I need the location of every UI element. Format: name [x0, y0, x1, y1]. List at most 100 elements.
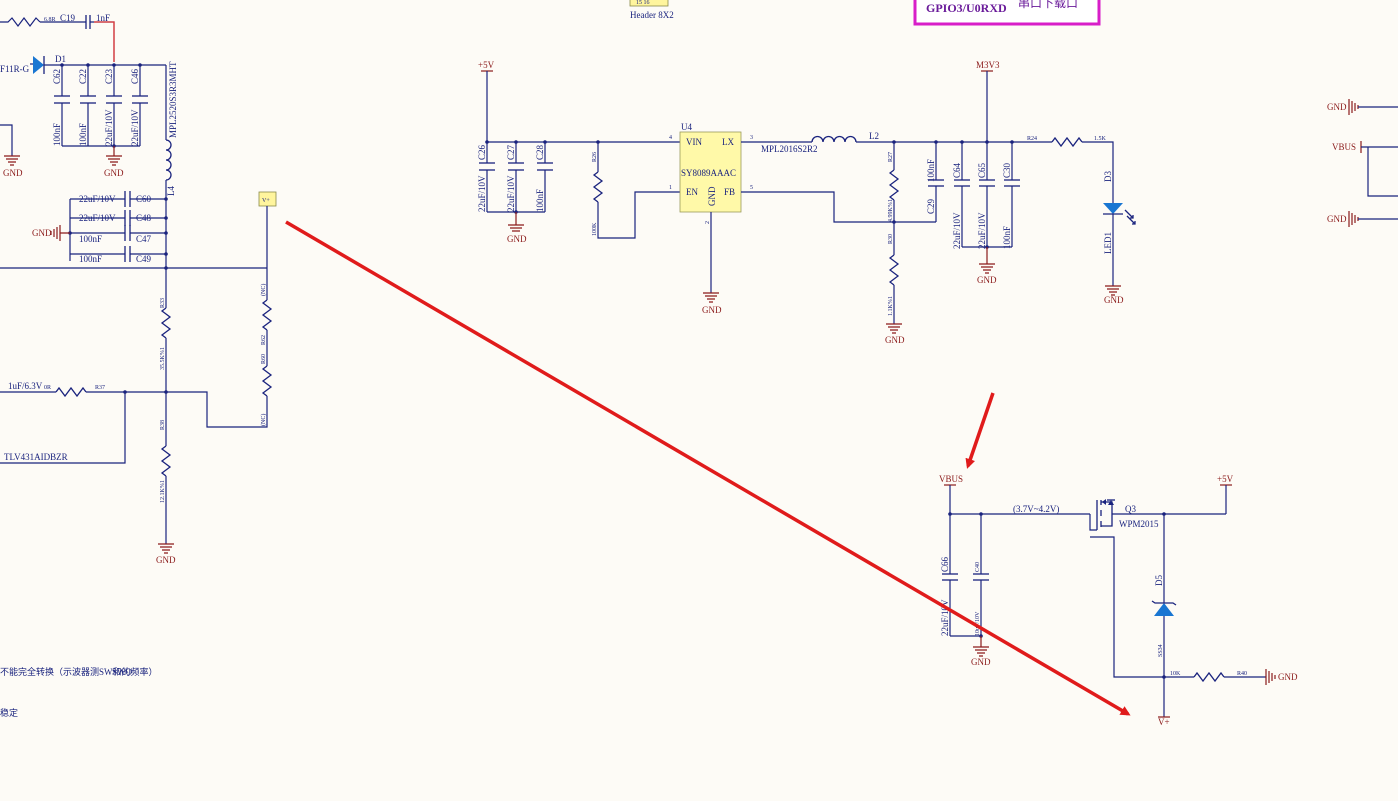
r62-r60-resistors[interactable]: (NC) R62 R60 (NC): [166, 284, 273, 428]
d3-ref: D3: [1103, 171, 1113, 182]
c29-capacitor[interactable]: 100nF C29: [926, 142, 944, 222]
u4-pin-gnd: GND: [707, 186, 717, 206]
led1-ref: LED1: [1103, 232, 1113, 254]
u4-pin-fb: FB: [724, 187, 735, 197]
header-connector-label: Header 8X2: [630, 10, 674, 20]
c49-ref: C49: [136, 254, 152, 264]
top-rc-snubber: 6.8R C19 1nF: [0, 13, 115, 62]
uart-download-port-box[interactable]: GPIO3/U0RXD 串口下载口: [913, 0, 1101, 26]
c29-value: 100nF: [926, 159, 936, 182]
u4-pin4-num: 4: [669, 135, 672, 141]
u4-pin-en: EN: [686, 187, 698, 197]
header-connector[interactable]: 15 16 Header 8X2: [629, 0, 674, 20]
c60-ref: C60: [136, 194, 152, 204]
r62-ref: R62: [261, 335, 267, 345]
vplus-testpoint-label: V+: [262, 198, 270, 204]
annotation-arrow-vbus: [965, 392, 995, 469]
c66-value: 22uF/10V: [940, 599, 950, 636]
u4-pin1-num: 1: [669, 185, 672, 191]
q3-part-label: WPM2015: [1119, 519, 1159, 529]
r26-ref: R26: [592, 152, 598, 162]
l2-inductor[interactable]: L2 MPL2016S2R2: [741, 131, 1052, 154]
power-led-branch[interactable]: R24 1.5K D3 LED1 GND: [1027, 136, 1136, 305]
c64-value: 22uF/10V: [952, 212, 962, 249]
c26-value: 22uF/10V: [477, 175, 487, 212]
uart-note-label: 串口下载口: [1018, 0, 1078, 10]
u4-pin2-num: 2: [705, 221, 711, 224]
c64-ref: C64: [952, 162, 962, 178]
r38-ref: R38: [160, 420, 166, 430]
p5v-label-buck: +5V: [478, 60, 495, 70]
l4-inductor[interactable]: MPL2520S3R3MHT L4: [165, 61, 178, 268]
gnd-label-vbuscaps: GND: [971, 657, 991, 667]
c47-ref: C47: [136, 234, 152, 244]
u4-ref: U4: [681, 122, 692, 132]
r40-ref: R40: [1237, 671, 1247, 677]
r38-resistor[interactable]: R38 12.1K%1 GND: [156, 392, 176, 565]
r24-value: 1.5K: [1094, 136, 1107, 142]
vplus-label-port: V+: [1158, 717, 1170, 727]
r26-resistor[interactable]: R26 100K: [592, 142, 680, 239]
r-top-value: 6.8R: [44, 17, 56, 23]
d1-diode[interactable]: F11R-G D1: [0, 54, 166, 74]
c46-ref: C46: [130, 68, 140, 84]
p5v-output-switch: +5V: [1217, 474, 1234, 514]
u4-pin3-num: 3: [750, 135, 753, 141]
gnd-label-u4: GND: [702, 305, 722, 315]
c22-value: 100nF: [78, 123, 88, 146]
c30-value: 100nF: [1002, 226, 1012, 249]
vbus-label-right: VBUS: [1332, 142, 1356, 152]
r62-value: (NC): [260, 284, 267, 296]
c28-ref: C28: [535, 144, 545, 160]
gnd-label-right-1: GND: [1327, 102, 1347, 112]
r33-resistor[interactable]: R33 35.5K%1: [160, 268, 172, 392]
vplus-testpoint[interactable]: V+: [258, 191, 277, 300]
c62-value: 100nF: [52, 123, 62, 146]
gnd-label-bank: GND: [104, 168, 124, 178]
annotation-arrow-long: [285, 220, 1131, 716]
q3-pmos[interactable]: Q3 WPM2015: [1089, 499, 1226, 678]
c66-ref: C66: [940, 556, 950, 572]
gnd-label-left: GND: [3, 168, 23, 178]
c48-ref: C48: [136, 213, 152, 223]
gnd-label-right-2: GND: [1327, 214, 1347, 224]
c22-ref: C22: [78, 69, 88, 84]
r37-ref: R37: [95, 385, 105, 391]
c60-value: 22uF/10V: [79, 194, 116, 204]
right-edge-connector: GND VBUS GND: [1327, 99, 1398, 227]
u4-pin-vin: VIN: [686, 137, 702, 147]
r27-value: 4.99K%1: [888, 199, 894, 222]
d5-schottky[interactable]: D5 SS34: [1151, 514, 1177, 717]
feedback-divider[interactable]: R27 4.99K%1 R30 1.1K%1 GND: [741, 142, 936, 345]
r33-ref: R33: [160, 298, 166, 308]
r40-resistor[interactable]: 10K R40 GND: [1164, 669, 1298, 685]
r37-branch: 1uF/6.3V 0R R37 TLV431AIDBZR: [0, 381, 166, 464]
gnd-label-led: GND: [1104, 295, 1124, 305]
cap-bank-top: C62 C22 C23 C46 100nF 100nF 22uF/10V 22u…: [52, 63, 148, 178]
d5-ref: D5: [1154, 575, 1164, 586]
r24-ref: R24: [1027, 136, 1037, 142]
note-stable: 稳定: [0, 707, 18, 718]
gnd-label-r30: GND: [885, 335, 905, 345]
c27-value: 22uF/10V: [506, 175, 516, 212]
c27-ref: C27: [506, 144, 516, 160]
c62-ref: C62: [52, 69, 62, 84]
l2-ref: L2: [869, 131, 879, 141]
u4-sy8089-ic[interactable]: U4 VIN LX SY8089AAAC EN FB GND 4 3 1 5 2…: [669, 122, 753, 315]
gnd-label-r40: GND: [1278, 672, 1298, 682]
p5v-label-switch: +5V: [1217, 474, 1234, 484]
c30-ref: C30: [1002, 162, 1012, 178]
vplus-port: V+: [1158, 716, 1170, 727]
d1-ref: D1: [55, 54, 66, 64]
battery-range-label: (3.7V~4.2V): [1013, 504, 1059, 514]
c19-ref: C19: [60, 13, 76, 23]
l2-part-label: MPL2016S2R2: [761, 144, 818, 154]
d5-part-label: SS34: [1158, 644, 1164, 657]
q3-ref: Q3: [1125, 504, 1136, 514]
u4-pin5-num: 5: [750, 185, 753, 191]
c46-value: 22uF/10V: [130, 109, 140, 146]
c65-ref: C65: [977, 162, 987, 178]
r30-value: 1.1K%1: [888, 296, 894, 316]
vbus-caps: C66 C40 22uF/10V 10uF/10V GND: [940, 514, 991, 667]
c29-ref: C29: [926, 198, 936, 214]
